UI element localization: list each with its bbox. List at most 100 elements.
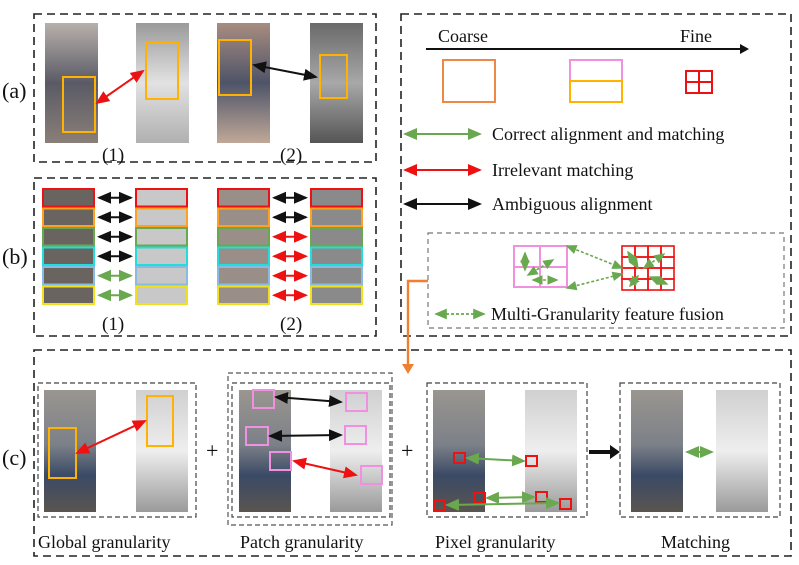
panel-b-label: (b) — [2, 244, 28, 269]
global-granularity-frame — [37, 382, 197, 518]
irrelevant-matching-arrow — [292, 457, 358, 479]
stripe-box — [135, 285, 188, 305]
stripe-box — [42, 285, 95, 305]
stripe-box — [217, 227, 270, 247]
stripe-box — [310, 188, 363, 208]
global-box — [319, 54, 348, 99]
pixel-cell — [660, 267, 675, 280]
global-box — [145, 42, 179, 100]
sub-label-2: (2) — [280, 314, 302, 335]
pixel-cell — [647, 245, 662, 258]
person-image-a1-rgb — [45, 23, 98, 143]
global-box — [146, 395, 174, 447]
stripe-box — [217, 207, 270, 227]
irrelevant-matching-arrow — [95, 69, 145, 105]
irrelevant-matching-arrow — [75, 420, 147, 454]
stripe-box — [42, 188, 95, 208]
person-image-a2-rgb — [217, 23, 270, 143]
stripe-box — [135, 266, 188, 286]
ambiguous-alignment-arrow — [274, 391, 343, 408]
plus-sign: + — [401, 438, 413, 463]
panel-a-label: (a) — [2, 78, 26, 103]
fine-label: Fine — [680, 26, 712, 46]
patch-grid-icon — [513, 245, 568, 288]
stripe-box — [135, 227, 188, 247]
person-image-c-ir — [525, 390, 577, 512]
panel-c-label: (c) — [2, 445, 26, 470]
pixel-cell — [621, 245, 636, 258]
patch-box-top — [569, 59, 623, 82]
stripe-box — [310, 207, 363, 227]
person-image-c-ir — [330, 390, 382, 512]
pixel-cell — [621, 256, 636, 269]
pixel-granularity-frame — [426, 382, 588, 518]
ambiguous-legend-label: Ambiguous alignment — [492, 194, 653, 214]
fine-grid-icon — [685, 70, 713, 94]
person-image-c-rgb — [44, 390, 96, 512]
panel-c-frame — [33, 349, 792, 557]
fusion-legend-label: Multi-Granularity feature fusion — [491, 304, 724, 324]
stripe-box — [310, 266, 363, 286]
global-box — [218, 39, 252, 96]
to-matching-arrowhead-icon — [610, 445, 620, 459]
connector-arrowhead-icon — [402, 364, 414, 374]
sub-label-1: (1) — [102, 145, 124, 166]
panel-b-stripes — [42, 188, 363, 305]
fusion-to-panel-c-connector — [406, 279, 428, 368]
global-box — [62, 76, 96, 133]
irrelevant-legend-label: Irrelevant matching — [492, 160, 633, 180]
pixel-cell — [634, 245, 649, 258]
stripe-box — [42, 227, 95, 247]
sub-label-2: (2) — [280, 145, 302, 166]
ambiguous-alignment-arrow — [268, 429, 343, 442]
coarse-granularity-box — [442, 59, 496, 103]
person-image-c-rgb — [631, 390, 683, 512]
fusion-arrows — [520, 245, 669, 291]
stripe-box — [217, 188, 270, 208]
patch-boxes — [245, 389, 383, 485]
sub-label-1: (1) — [102, 314, 124, 335]
patch-granularity-label: Patch granularity — [240, 532, 363, 552]
person-image-c-ir — [716, 390, 768, 512]
stripe-box — [135, 246, 188, 266]
legend-frame — [400, 13, 792, 337]
panel-a-frame — [33, 13, 377, 163]
person-image-c-rgb — [433, 390, 485, 512]
stripe-box — [310, 246, 363, 266]
person-image-a2-ir — [310, 23, 363, 143]
coarse-label: Coarse — [438, 26, 488, 46]
stripe-box — [42, 207, 95, 227]
pixel-granularity-label: Pixel granularity — [435, 532, 555, 552]
pixel-cell — [647, 278, 662, 291]
pixel-boxes — [433, 452, 572, 511]
plus-sign: + — [206, 438, 218, 463]
correct-legend-label: Correct alignment and matching — [492, 124, 724, 144]
stripe-box — [42, 266, 95, 286]
pixel-cell — [660, 278, 675, 291]
stripe-box — [135, 188, 188, 208]
pixel-cell — [660, 256, 675, 269]
patch-outer-frame — [227, 372, 393, 526]
ambiguous-alignment-arrow — [252, 61, 318, 81]
person-image-c-ir — [136, 390, 188, 512]
pixel-cell — [621, 278, 636, 291]
panel-b-frame — [33, 177, 377, 337]
pixel-cell — [647, 256, 662, 269]
stripe-box — [217, 285, 270, 305]
matching-frame — [619, 382, 781, 518]
stripe-box — [217, 246, 270, 266]
patch-granularity-frame — [231, 382, 391, 518]
global-granularity-label: Global granularity — [38, 532, 170, 552]
stripe-box — [310, 285, 363, 305]
stripe-box — [42, 246, 95, 266]
stripe-box — [135, 207, 188, 227]
pixel-cell — [621, 267, 636, 280]
correct-alignment-arrows — [445, 452, 560, 511]
person-image-a1-ir — [136, 23, 189, 143]
matching-label: Matching — [661, 532, 730, 552]
stripe-box — [217, 266, 270, 286]
pixel-cell — [634, 278, 649, 291]
axis-arrowhead-icon — [740, 44, 749, 54]
stripe-box — [310, 227, 363, 247]
